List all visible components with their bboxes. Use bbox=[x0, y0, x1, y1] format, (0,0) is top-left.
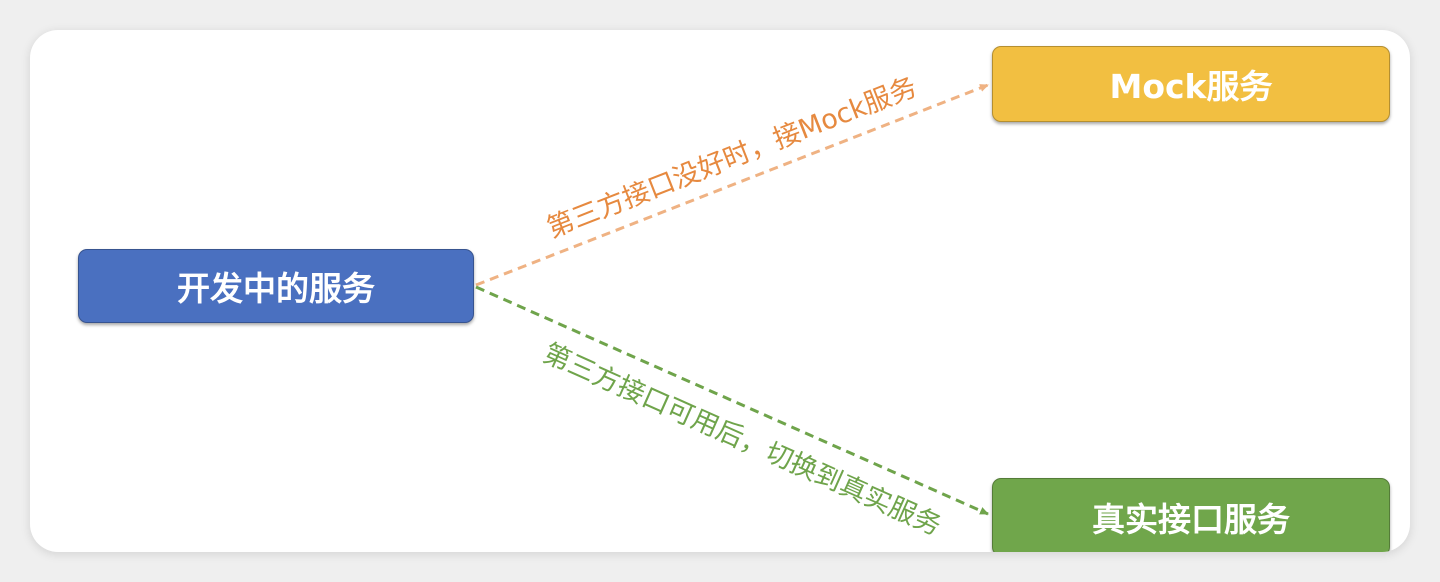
mock-service-label: Mock服务 bbox=[1109, 67, 1273, 106]
real-service-label: 真实接口服务 bbox=[1092, 500, 1290, 539]
real-service-node: 真实接口服务 bbox=[992, 478, 1390, 552]
edge-to-mock-service bbox=[475, 83, 989, 287]
connector-layer bbox=[475, 83, 989, 516]
mock-service-node: Mock服务 bbox=[992, 46, 1390, 122]
edge-to-real-service bbox=[475, 285, 989, 516]
dev-service-label: 开发中的服务 bbox=[177, 269, 375, 308]
dev-service-node: 开发中的服务 bbox=[78, 249, 474, 323]
diagram-card: 开发中的服务 Mock服务 真实接口服务 第三方接口没好时，接Mock服务 第三… bbox=[30, 30, 1410, 552]
